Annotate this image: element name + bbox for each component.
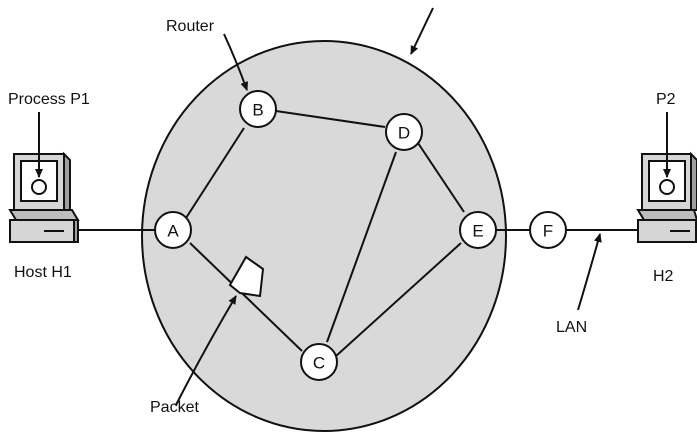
node-b-label: B (252, 101, 263, 120)
node-d-circle (385, 113, 423, 151)
links (76, 110, 640, 357)
packet-icon (228, 255, 265, 298)
host-h2-keyboard (637, 219, 697, 243)
node-f-label: F (543, 222, 553, 241)
callout-arrows (35, 7, 671, 406)
node-c-circle (300, 343, 338, 381)
subnet-arrow-icon (410, 7, 434, 55)
packet-label: Packet (150, 399, 199, 416)
host-h2-computer-icon (636, 151, 697, 243)
process-p1-circle (31, 179, 47, 195)
node-a-label: A (167, 222, 179, 241)
link-b-d (275, 110, 386, 128)
process-p2-circle (659, 179, 675, 195)
node-d: D (385, 113, 423, 151)
link-e-c (335, 242, 462, 357)
node-d-label: D (398, 124, 410, 143)
node-b: B (239, 90, 277, 128)
node-e-circle (459, 211, 497, 249)
router-label: Router (166, 18, 215, 35)
node-f: F (529, 211, 567, 249)
host-h1-label: Host H1 (14, 264, 72, 281)
node-a-circle (154, 211, 192, 249)
link-d-c (326, 151, 397, 343)
node-c: C (300, 343, 338, 381)
process-p1-label: Process P1 (8, 91, 90, 108)
link-a-c (189, 242, 303, 352)
host-h1-computer-icon (8, 151, 80, 243)
host-h2-base (636, 209, 697, 221)
router-arrow-icon (223, 33, 249, 91)
node-f-circle (529, 211, 567, 249)
p2-label: P2 (656, 91, 676, 108)
host-h1-keyboard-side (73, 219, 79, 243)
packet-arrow-icon (175, 295, 237, 406)
lan-label: LAN (556, 319, 587, 336)
node-e-label: E (472, 222, 483, 241)
link-d-e (417, 142, 465, 213)
node-a: A (154, 211, 192, 249)
node-b-circle (239, 90, 277, 128)
h2-label: H2 (653, 268, 674, 285)
host-h1-keyboard (9, 219, 75, 243)
lan-arrow-icon (577, 233, 602, 311)
node-c-label: C (313, 354, 325, 373)
link-a-b (185, 127, 245, 219)
host-h1-base (8, 209, 80, 221)
node-e: E (459, 211, 497, 249)
